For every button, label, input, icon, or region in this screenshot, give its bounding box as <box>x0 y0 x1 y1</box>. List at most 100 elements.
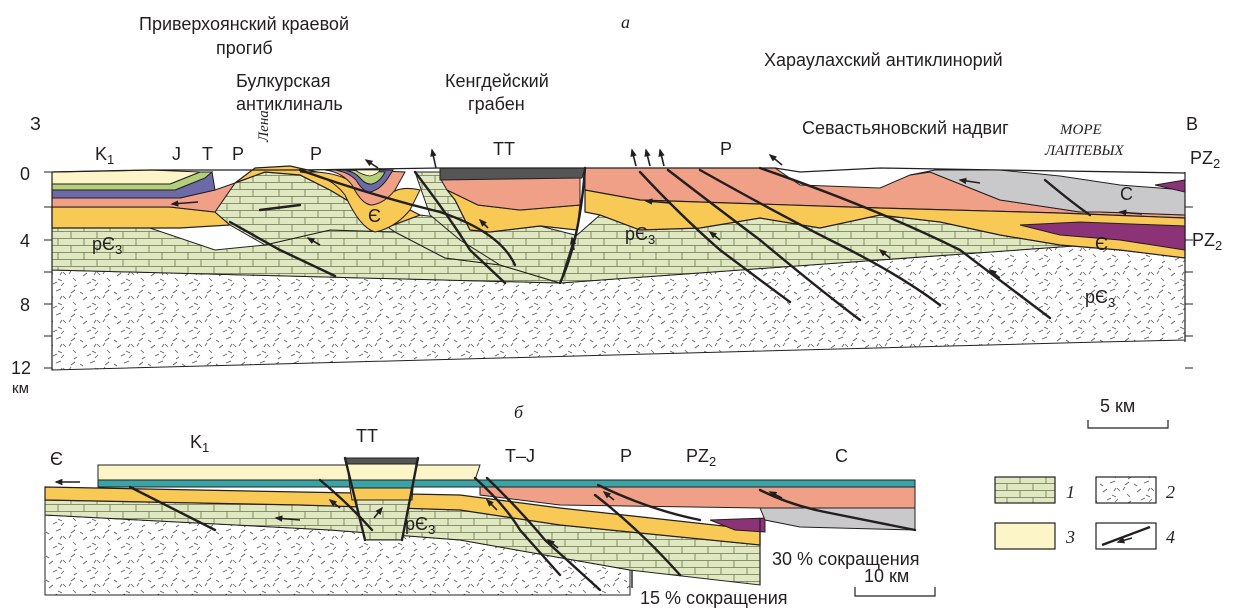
fault-b-7 <box>758 488 917 532</box>
arrow-b-4 <box>373 506 383 519</box>
arrow-b-6 <box>602 491 615 501</box>
unit-p-a: P <box>232 144 244 164</box>
unit-p3-a: P <box>720 139 732 159</box>
arrow-a-14 <box>878 249 891 259</box>
unit-pz2-top: PZ2 <box>1190 148 1220 171</box>
arrow-a-9 <box>644 198 671 205</box>
unit-cambrian-east: Є <box>1095 234 1108 254</box>
anticline-label-2: антиклиналь <box>236 94 343 114</box>
fault-b-4 <box>473 476 562 577</box>
legend-swatch-2 <box>1095 476 1157 504</box>
fault-a-6 <box>666 168 862 322</box>
unit-j-a: J <box>172 144 181 164</box>
fault-a-10 <box>258 203 302 212</box>
depth-ticks-left <box>44 171 52 369</box>
fault-a-3 <box>413 170 507 285</box>
section-a-letter: а <box>621 12 630 32</box>
legend-fault-symbol <box>1101 525 1151 547</box>
fault-b-9 <box>596 483 702 522</box>
arrow-a-5 <box>644 148 651 167</box>
arrow-b-3 <box>328 499 341 509</box>
unit-c-b: C <box>835 446 848 466</box>
unit-pz2-east: PZ2 <box>1192 230 1222 253</box>
depth-12: 12 <box>11 358 31 378</box>
fault-a-8 <box>758 166 1052 320</box>
fault-a-9 <box>1043 178 1092 217</box>
arrow-a-11 <box>306 237 321 246</box>
east-label: В <box>1186 114 1198 134</box>
section-a <box>44 148 1193 429</box>
syncline-core <box>353 169 381 177</box>
arrow-a-15 <box>988 269 1001 279</box>
sea-label-2: ЛАПТЕВЫХ <box>1044 143 1125 159</box>
pz2-b <box>709 517 766 533</box>
foredeep-label-2: прогиб <box>216 38 273 58</box>
legend-num-1: 1 <box>1066 482 1075 502</box>
arrow-a-7 <box>768 153 783 166</box>
unit-pe3-east: pЄ3 <box>1085 287 1115 310</box>
arrow-a-4 <box>630 148 637 167</box>
fault-b-5 <box>485 476 602 592</box>
scale-bar-a <box>1087 420 1169 429</box>
legend-fault-arrow <box>1116 537 1133 544</box>
fault-a-4 <box>558 166 587 285</box>
fault-b-1 <box>343 456 367 542</box>
cambrian-a-east <box>584 189 1186 259</box>
arrow-a-6 <box>658 148 665 167</box>
legend-num-4: 4 <box>1166 527 1175 547</box>
unit-pz2-b: PZ2 <box>686 446 716 469</box>
unit-t-a: T <box>202 144 213 164</box>
depth-0: 0 <box>20 164 30 184</box>
depth-ticks-right <box>1185 206 1193 369</box>
fault-a-5 <box>638 170 792 304</box>
unit-pe3-b: pЄ3 <box>405 514 435 537</box>
unit-pe3-west: pЄ3 <box>92 234 122 257</box>
section-b-letter: б <box>514 402 524 422</box>
unit-pe3-mid: pЄ3 <box>625 224 655 247</box>
fault-a-2 <box>298 168 517 267</box>
section-b <box>44 456 936 597</box>
legend-num-3: 3 <box>1065 527 1075 547</box>
legend <box>994 476 1157 550</box>
arrow-a-13 <box>708 231 721 241</box>
unit-c-a: C <box>1120 184 1133 204</box>
graben-b-tt <box>344 457 419 465</box>
arrow-b-8 <box>546 539 559 549</box>
cretaceous-b <box>97 464 481 481</box>
anticlinorium-label: Хараулахский антиклинорий <box>764 50 1003 70</box>
unit-tj-b: T–J <box>505 446 535 466</box>
arrow-a-12 <box>478 218 489 229</box>
depth-8: 8 <box>20 295 30 315</box>
shortening-30: 30 % сокращения <box>772 549 920 569</box>
foredeep-label-1: Приверхоянский краевой <box>139 14 349 34</box>
carboniferous-b <box>759 507 916 531</box>
legend-num-2: 2 <box>1166 482 1175 502</box>
river-label: Лена <box>256 110 272 143</box>
fault-b-2 <box>400 456 420 542</box>
graben-b-tj <box>348 479 415 489</box>
arrow-b-7 <box>768 491 783 499</box>
graben-tt <box>439 167 586 181</box>
permian-b <box>479 486 916 509</box>
fault-b-3 <box>318 478 374 532</box>
arrow-a-10 <box>1118 209 1143 216</box>
arrow-b-2 <box>274 515 301 522</box>
unit-p-b: P <box>620 446 632 466</box>
scale-b-label: 10 км <box>864 566 909 586</box>
fault-b-8 <box>128 485 217 532</box>
graben-b-cambrian <box>349 487 414 501</box>
anticline-label-1: Булкурская <box>236 71 330 91</box>
fault-b-6 <box>593 493 682 577</box>
west-label: З <box>30 114 41 134</box>
arrow-a-2 <box>364 159 379 169</box>
labels: а Приверхоянский краевой прогиб Булкурск… <box>11 12 1222 608</box>
unit-p2-a: P <box>310 144 322 164</box>
scale-bar-b <box>854 587 936 597</box>
arrow-a-3 <box>430 148 437 169</box>
thrust-label: Севастьяновский надвиг <box>802 118 1009 138</box>
graben-label-2: грабен <box>468 94 525 114</box>
unit-tt-b: TT <box>356 426 378 446</box>
tj-b <box>97 479 916 488</box>
sea-label-1: МОРЕ <box>1059 122 1102 138</box>
fault-a-7 <box>698 168 942 307</box>
